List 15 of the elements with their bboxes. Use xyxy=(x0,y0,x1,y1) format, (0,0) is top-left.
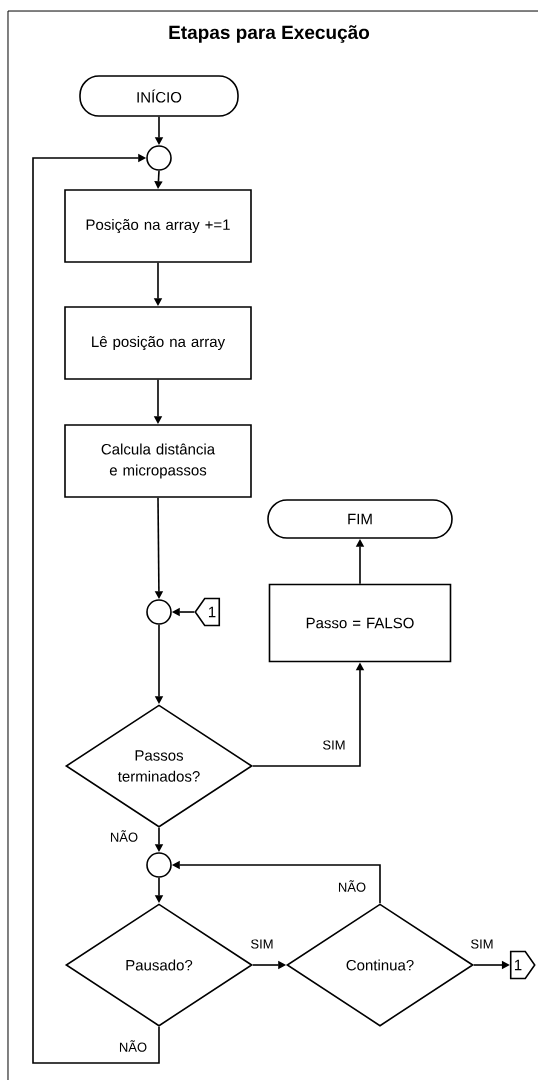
process-box: Passo = FALSO xyxy=(268,583,452,663)
connector-circle xyxy=(146,599,172,625)
off-page-connector: 1 xyxy=(194,597,221,627)
edge-label: NÃO xyxy=(117,1039,149,1053)
edge-label: NÃO xyxy=(336,879,368,893)
edge-label: NÃO xyxy=(108,829,140,843)
off-page-connector: 1 xyxy=(509,950,536,980)
diagram-title: Etapas para Execução xyxy=(169,25,370,43)
connector-circle xyxy=(146,852,172,878)
arrow xyxy=(32,153,160,1064)
connector-circle xyxy=(146,145,172,171)
process-box: Posição na array +=1 xyxy=(64,189,252,263)
edge-label: SIM xyxy=(321,739,347,751)
process-box: Lê posição na array xyxy=(64,306,252,380)
process-box: Calcula distância e micropassos xyxy=(64,424,252,498)
